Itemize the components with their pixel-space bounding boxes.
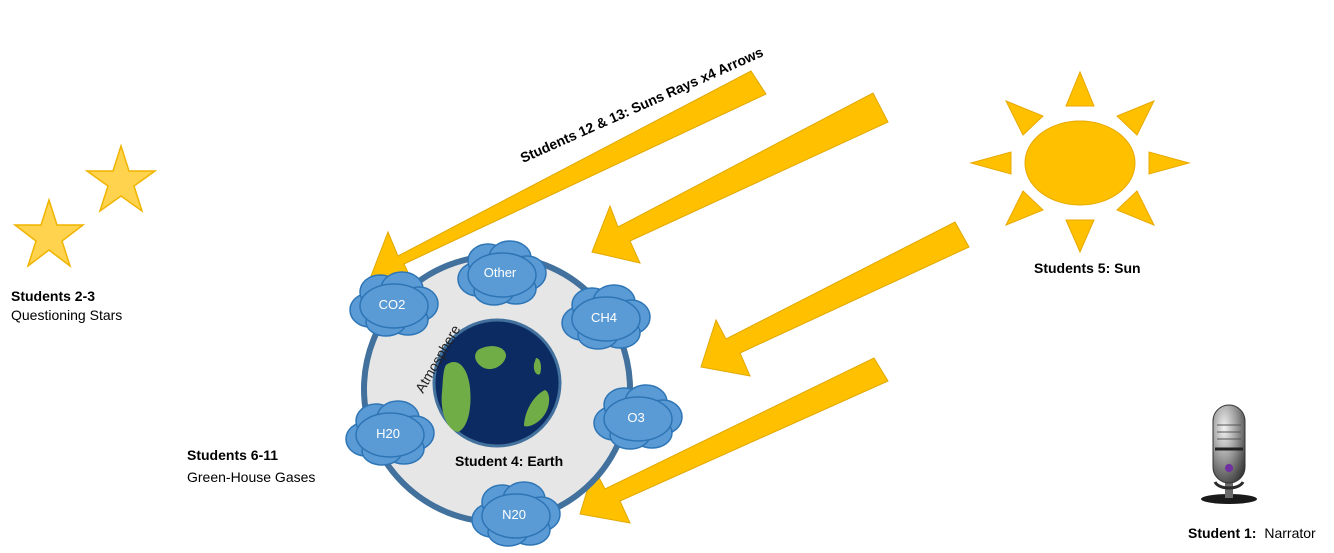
gases-subtitle: Green-House Gases: [187, 469, 315, 485]
gases-title: Students 6-11: [187, 447, 278, 463]
sun-title: Students 5: Sun: [1034, 260, 1141, 276]
sun-icon: [969, 70, 1191, 254]
sun-rays-arrows: [370, 70, 970, 524]
gas-label: O3: [627, 410, 644, 425]
narrator-role: Narrator: [1264, 525, 1316, 541]
arrow-icon: [700, 221, 970, 377]
star-icon: [84, 143, 158, 213]
gas-label: Other: [484, 265, 517, 280]
questioning-stars: [12, 143, 158, 269]
narrator-bold: Student 1:: [1188, 525, 1256, 541]
cloud-ch4: CH4: [561, 284, 651, 350]
gas-label: N20: [502, 507, 526, 522]
earth-icon: [432, 318, 562, 448]
arrow-icon: [591, 92, 889, 264]
microphone-icon: [1201, 404, 1257, 504]
star-icon: [12, 197, 86, 269]
cloud-o3: O3: [593, 384, 683, 450]
cloud-other: Other: [457, 240, 547, 306]
cloud-h2o: H20: [345, 400, 435, 466]
greenhouse-gas-clouds: CO2 Other CH4 O3 H20 N20: [345, 240, 683, 547]
earth-label: Student 4: Earth: [455, 453, 563, 469]
gas-label: H20: [376, 426, 400, 441]
cloud-co2: CO2: [349, 271, 439, 337]
gas-label: CH4: [591, 310, 617, 325]
stars-subtitle: Questioning Stars: [11, 307, 122, 323]
gas-label: CO2: [379, 297, 406, 312]
stars-title: Students 2-3: [11, 288, 95, 304]
narrator-label: Student 1: Narrator: [1188, 525, 1316, 541]
cloud-n2o: N20: [471, 481, 561, 547]
arrow-icon: [579, 357, 889, 524]
